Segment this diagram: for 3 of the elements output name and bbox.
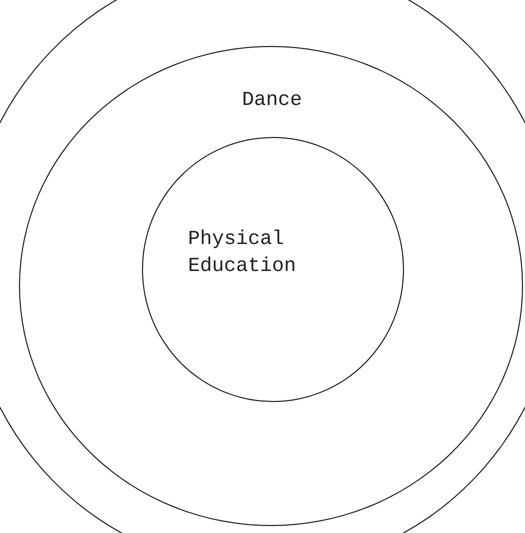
- circle-label: Physical Education: [188, 227, 298, 280]
- circle-label: Dance: [240, 88, 303, 114]
- circle: [142, 137, 404, 402]
